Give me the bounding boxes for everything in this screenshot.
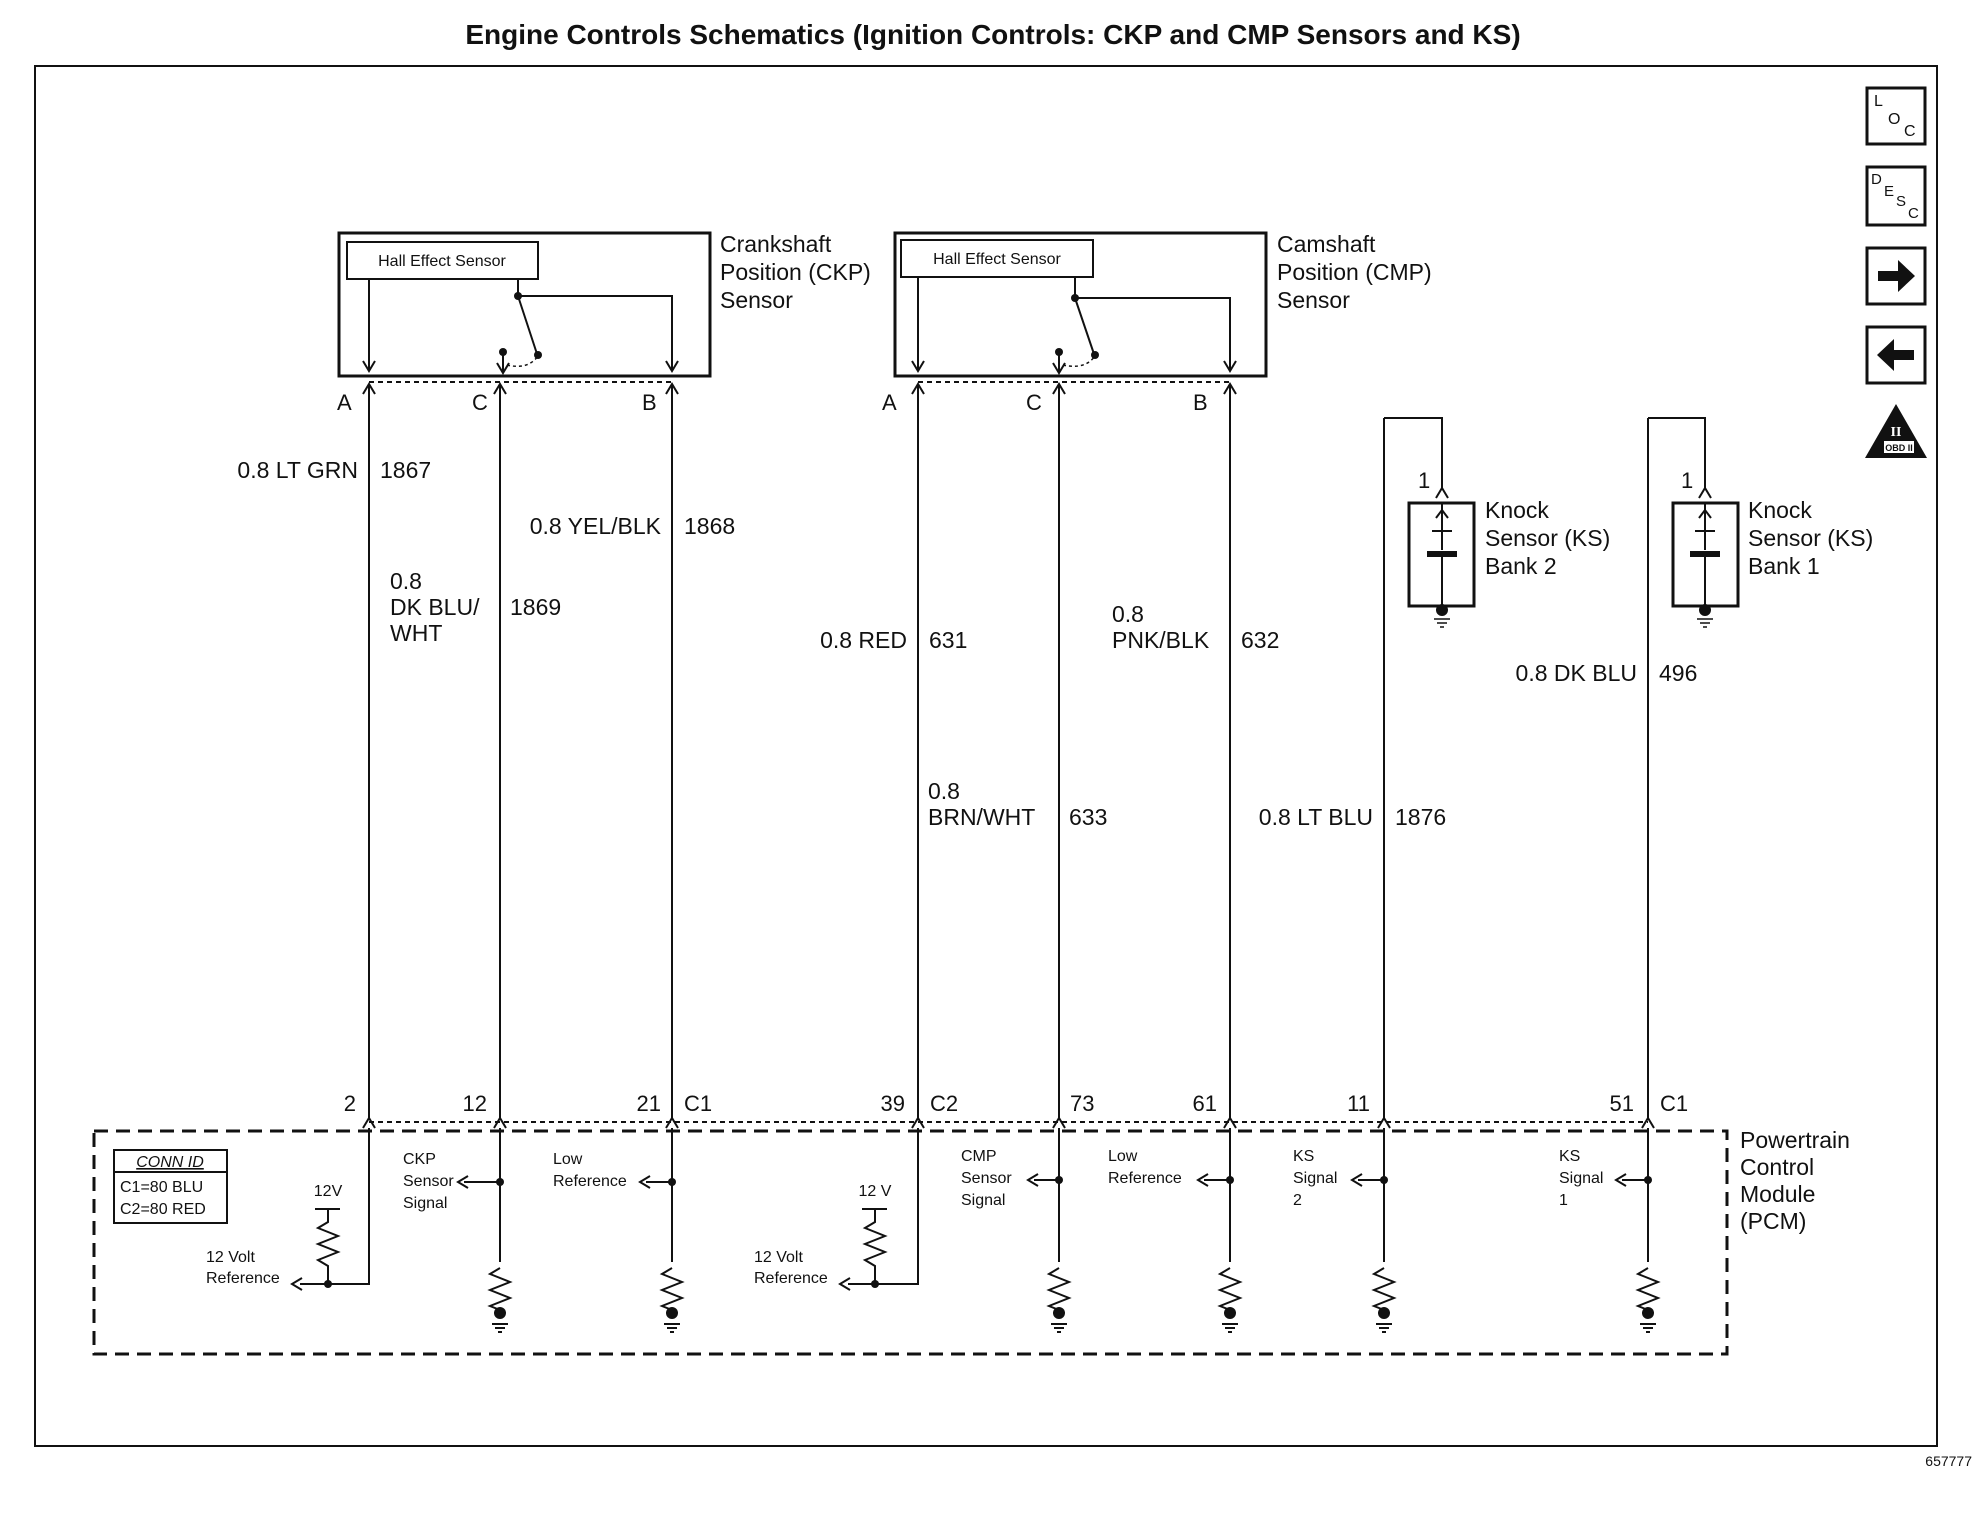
wire-1867-color: 0.8 LT GRN (237, 457, 358, 483)
pcm-connector-c1-right: C1 (1660, 1091, 1688, 1116)
pcm-pin-61: 61 (1193, 1091, 1217, 1116)
cmp-pin-a: A (882, 390, 897, 415)
pcm-pin-11: 11 (1347, 1091, 1370, 1116)
knock-bank1-name: Knock Sensor (KS) Bank 1 (1748, 497, 1880, 579)
desc-icon[interactable]: D E S C (1865, 165, 1927, 227)
wire-1868-circuit: 1868 (684, 513, 735, 539)
pcm-ks2-signal-label: KS Signal 2 (1293, 1148, 1342, 1209)
pcm-ckp-signal-label: CKP Sensor Signal (403, 1151, 458, 1212)
pcm-pin-39: 39 (881, 1091, 905, 1116)
pcm-connector-c1-left: C1 (684, 1091, 712, 1116)
cmp-pin-b: B (1193, 390, 1208, 415)
ckp-sensor-name: Crankshaft Position (CKP) Sensor (720, 231, 877, 313)
pcm-12v-supply-b: 12 V (859, 1183, 892, 1200)
svg-text:Hall Effect Sensor: Hall Effect Sensor (933, 251, 1061, 268)
back-arrow-icon[interactable] (1865, 325, 1927, 385)
svg-text:C: C (1904, 123, 1916, 140)
pcm-ks1-signal-label: KS Signal 1 (1559, 1148, 1608, 1209)
diagram-frame (34, 65, 1938, 1447)
cmp-pin-c: C (1026, 390, 1042, 415)
forward-arrow-icon[interactable] (1865, 246, 1927, 306)
ckp-hall-effect-box (346, 241, 539, 280)
svg-text:CONN ID: CONN ID (136, 1154, 204, 1171)
pcm-name: Powertrain Control Module (PCM) (1740, 1127, 1856, 1234)
cmp-sensor: Hall Effect Sensor (893, 231, 1268, 378)
figure-number: 657777 (1925, 1453, 1972, 1469)
pcm-12v-reference-b: 12 Volt Reference (754, 1249, 828, 1287)
wire-1876-color: 0.8 LT BLU (1259, 804, 1373, 830)
wire-633-circuit: 633 (1069, 804, 1107, 830)
svg-text:D: D (1871, 171, 1882, 188)
svg-text:S: S (1896, 193, 1906, 210)
wire-496-circuit: 496 (1659, 660, 1697, 686)
knock-sensor-bank1 (1648, 417, 1740, 628)
knock-sensor-bank2 (1383, 417, 1476, 628)
obd-ii-icon[interactable]: OBD II II (1865, 404, 1927, 458)
ckp-pin-b: B (642, 390, 657, 415)
svg-text:C2=80 RED: C2=80 RED (120, 1201, 206, 1218)
knock-bank2-pin: 1 (1418, 468, 1430, 493)
pcm-low-reference-b: Low Reference (1108, 1148, 1182, 1187)
pcm-pin-51: 51 (1610, 1091, 1634, 1116)
pcm-junction-dots (324, 1176, 1654, 1319)
page-title: Engine Controls Schematics (Ignition Con… (465, 19, 1520, 50)
pcm-box (92, 1129, 1729, 1356)
pcm-12v-supply-a: 12V (314, 1183, 343, 1200)
wire-631-circuit: 631 (929, 627, 967, 653)
wire-632-color: 0.8 PNK/BLK (1112, 601, 1210, 653)
wire-1868-color: 0.8 YEL/BLK (530, 513, 662, 539)
svg-text:L: L (1874, 93, 1883, 110)
svg-text:Hall Effect Sensor: Hall Effect Sensor (378, 253, 506, 270)
pcm-pin-2: 2 (344, 1091, 356, 1116)
pcm-connector-c2: C2 (930, 1091, 958, 1116)
svg-text:C: C (1908, 205, 1919, 222)
cmp-hall-effect-box (900, 239, 1094, 278)
ckp-sensor: Hall Effect Sensor (337, 231, 712, 378)
knock-bank1-pin: 1 (1681, 468, 1693, 493)
pcm-pin-21: 21 (637, 1091, 661, 1116)
svg-text:II: II (1891, 425, 1902, 440)
pcm-pin-12: 12 (463, 1091, 487, 1116)
wire-1869-color: 0.8 DK BLU/ WHT (390, 568, 486, 646)
wire-633-color: 0.8 BRN/WHT (928, 778, 1035, 830)
wire-631-color: 0.8 RED (820, 627, 907, 653)
conn-id-box: CONN ID C1=80 BLU C2=80 RED (113, 1149, 228, 1224)
wire-1869-circuit: 1869 (510, 594, 561, 620)
wire-1867-circuit: 1867 (380, 457, 431, 483)
wire-1876-circuit: 1876 (1395, 804, 1446, 830)
svg-text:E: E (1884, 183, 1894, 200)
wire-runs (362, 382, 1655, 1129)
cmp-sensor-name: Camshaft Position (CMP) Sensor (1277, 231, 1438, 313)
pcm-internals (290, 1128, 1661, 1333)
svg-text:OBD II: OBD II (1885, 443, 1913, 453)
svg-text:O: O (1888, 111, 1900, 128)
wire-632-circuit: 632 (1241, 627, 1279, 653)
pcm-cmp-signal-label: CMP Sensor Signal (961, 1148, 1016, 1209)
knock-bank2-name: Knock Sensor (KS) Bank 2 (1485, 497, 1617, 579)
ckp-pin-a: A (337, 390, 352, 415)
svg-text:C1=80 BLU: C1=80 BLU (120, 1179, 203, 1196)
loc-icon[interactable]: L O C (1865, 86, 1927, 146)
pcm-low-reference-a: Low Reference (553, 1151, 627, 1190)
wire-496-color: 0.8 DK BLU (1516, 660, 1637, 686)
pcm-pin-73: 73 (1070, 1091, 1094, 1116)
pcm-12v-reference-a: 12 Volt Reference (206, 1249, 280, 1287)
ckp-pin-c: C (472, 390, 488, 415)
